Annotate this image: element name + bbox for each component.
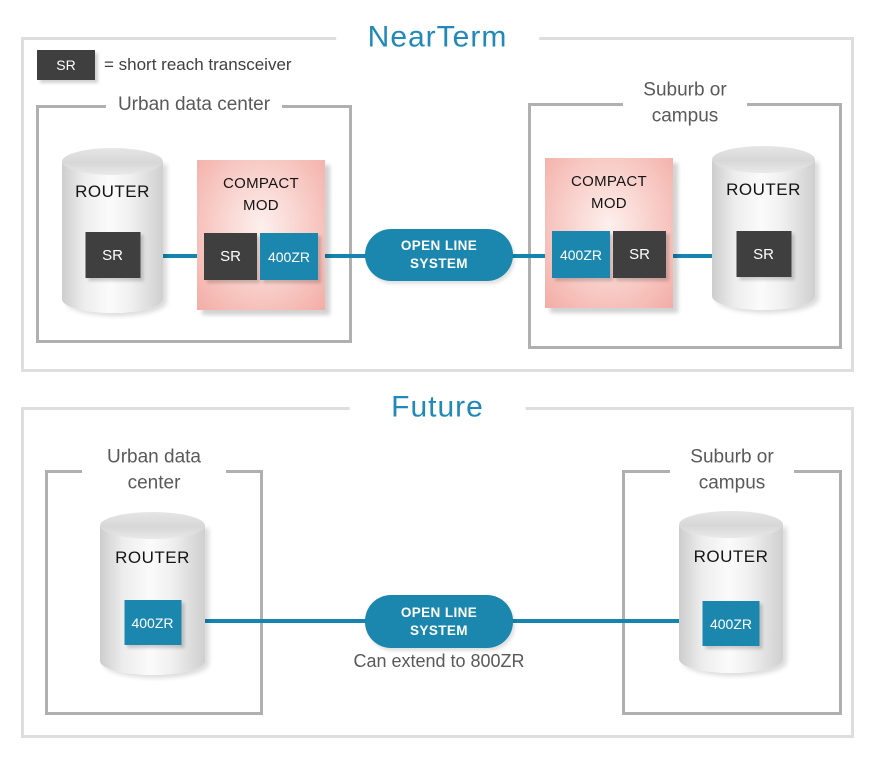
compact-mod-label: COMPACT MOD bbox=[571, 173, 647, 212]
future-open-line-system-pill: OPEN LINE SYSTEM bbox=[365, 595, 513, 648]
sr-badge: SR bbox=[613, 231, 666, 278]
open-line-system-label: OPEN LINE SYSTEM bbox=[400, 604, 478, 638]
suburb-campus-label: Suburb or campus bbox=[670, 444, 794, 496]
future-title: Future bbox=[349, 390, 526, 424]
400zr-badge: 400ZR bbox=[702, 601, 760, 646]
open-line-system-label: OPEN LINE SYSTEM bbox=[400, 238, 478, 271]
legend-text: = short reach transceiver bbox=[104, 55, 292, 74]
cylinder-top bbox=[679, 511, 783, 538]
extend-800zr-note: Can extend to 800ZR bbox=[353, 651, 525, 671]
near-term-suburb-router-cylinder: ROUTER SR bbox=[712, 146, 815, 310]
suburb-campus-label: Suburb or campus bbox=[623, 77, 747, 129]
future-section-frame: Future bbox=[21, 390, 854, 738]
near-term-open-line-system-pill: OPEN LINE SYSTEM bbox=[365, 229, 513, 281]
legend: SR = short reach transceiver bbox=[37, 50, 292, 80]
future-suburb-campus-box: Suburb or campus bbox=[622, 444, 842, 715]
near-term-urban-router-cylinder: ROUTER SR bbox=[62, 148, 163, 313]
compact-mod-label: COMPACT MOD bbox=[223, 175, 299, 214]
compact-mod-badges: 400ZR SR bbox=[545, 231, 673, 278]
compact-mod-badges: SR 400ZR bbox=[197, 233, 325, 280]
router-label: ROUTER bbox=[693, 547, 769, 566]
cylinder-top bbox=[100, 512, 205, 539]
near-term-urban-data-center-box: Urban data center bbox=[36, 92, 352, 343]
near-term-suburb-compact-mod-box: COMPACT MOD 400ZR SR bbox=[545, 158, 673, 308]
urban-data-center-label: Urban data center bbox=[82, 444, 226, 496]
near-term-suburb-campus-box: Suburb or campus bbox=[528, 77, 842, 349]
cylinder-top bbox=[712, 146, 815, 173]
router-label: ROUTER bbox=[115, 548, 190, 567]
cylinder-top bbox=[62, 148, 163, 175]
urban-data-center-label: Urban data center bbox=[105, 92, 283, 118]
near-term-urban-compact-mod-box: COMPACT MOD SR 400ZR bbox=[197, 160, 325, 310]
future-urban-data-center-box: Urban data center bbox=[45, 444, 263, 715]
400zr-badge: 400ZR bbox=[260, 233, 318, 280]
near-term-title: NearTerm bbox=[335, 20, 540, 54]
sr-badge: SR bbox=[736, 231, 791, 277]
sr-badge: SR bbox=[85, 232, 140, 278]
400zr-badge: 400ZR bbox=[124, 600, 181, 645]
router-label: ROUTER bbox=[726, 180, 801, 199]
future-urban-router-cylinder: ROUTER 400ZR bbox=[100, 512, 205, 675]
sr-badge: SR bbox=[204, 233, 257, 280]
router-label: ROUTER bbox=[75, 182, 150, 201]
future-suburb-router-cylinder: ROUTER 400ZR bbox=[679, 511, 783, 673]
sr-legend-badge: SR bbox=[37, 50, 95, 80]
cylinder-body bbox=[679, 524, 783, 673]
near-term-section-frame: NearTerm bbox=[21, 20, 854, 372]
400zr-badge: 400ZR bbox=[552, 231, 610, 278]
